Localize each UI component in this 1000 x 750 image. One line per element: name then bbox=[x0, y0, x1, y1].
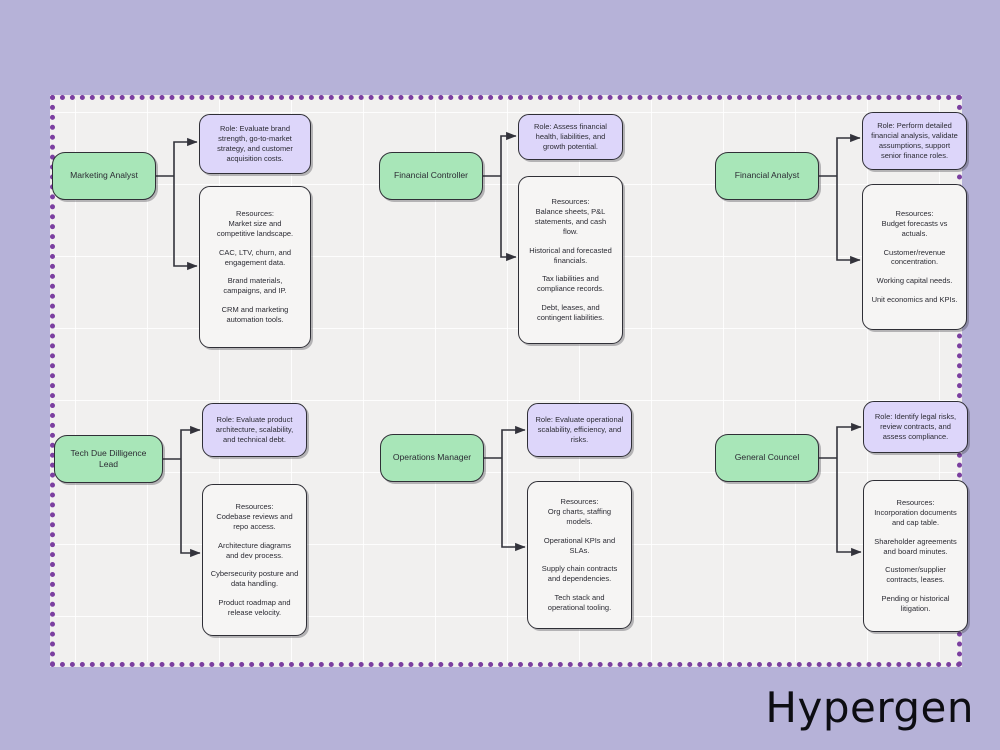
resources-node-financial-controller[interactable]: Resources: Balance sheets, P&L statement… bbox=[518, 176, 623, 344]
connector-marketing-analyst-to-role bbox=[173, 137, 198, 176]
resources-node-marketing-analyst[interactable]: Resources: Market size and competitive l… bbox=[199, 186, 311, 348]
resource-item: Brand materials, campaigns, and IP. bbox=[223, 276, 287, 296]
resources-node-general-councel[interactable]: Resources: Incorporation documents and c… bbox=[863, 480, 968, 632]
role-node-financial-controller[interactable]: Role: Assess financial health, liabiliti… bbox=[518, 114, 623, 160]
resource-item: Tax liabilities and compliance records. bbox=[536, 274, 605, 294]
resource-item: Budget forecasts vs actuals. bbox=[881, 218, 948, 238]
connector-layer bbox=[156, 131, 862, 558]
resource-item: Historical and forecasted financials. bbox=[529, 245, 612, 265]
connector-tech-lead-to-resources bbox=[180, 459, 201, 558]
resource-item: Incorporation documents and cap table. bbox=[874, 507, 957, 527]
resources-heading: Resources: bbox=[560, 496, 599, 506]
resource-item: Architecture diagrams and dev process. bbox=[218, 540, 291, 560]
connector-operations-manager-to-role bbox=[501, 425, 526, 458]
resource-item: Market size and competitive landscape. bbox=[216, 218, 294, 238]
connector-general-councel-to-role bbox=[836, 422, 862, 458]
resource-item: Pending or historical litigation. bbox=[881, 594, 950, 614]
brand-wordmark: Hypergen bbox=[765, 683, 974, 732]
resource-item: Org charts, staffing models. bbox=[547, 506, 612, 526]
resource-item: Codebase reviews and repo access. bbox=[216, 511, 293, 531]
actor-node-operations-manager[interactable]: Operations Manager bbox=[380, 434, 484, 482]
resource-item: Cybersecurity posture and data handling. bbox=[210, 569, 299, 589]
role-node-marketing-analyst[interactable]: Role: Evaluate brand strength, go-to-mar… bbox=[199, 114, 311, 174]
actor-node-general-councel[interactable]: General Councel bbox=[715, 434, 819, 482]
resources-node-tech-due-dilligence-lead[interactable]: Resources: Codebase reviews and repo acc… bbox=[202, 484, 307, 636]
actor-node-marketing-analyst[interactable]: Marketing Analyst bbox=[52, 152, 156, 200]
connector-tech-lead-to-role bbox=[180, 425, 201, 459]
resource-item: CAC, LTV, churn, and engagement data. bbox=[218, 247, 292, 267]
connector-financial-analyst-to-role bbox=[836, 133, 861, 176]
resources-heading: Resources: bbox=[235, 501, 274, 511]
resources-node-operations-manager[interactable]: Resources: Org charts, staffing models. … bbox=[527, 481, 632, 629]
resource-item: Supply chain contracts and dependencies. bbox=[541, 564, 618, 584]
connector-general-councel-to-resources bbox=[836, 458, 862, 557]
connector-financial-controller-to-role bbox=[500, 131, 517, 176]
actor-node-financial-analyst[interactable]: Financial Analyst bbox=[715, 152, 819, 200]
resources-heading: Resources: bbox=[236, 208, 274, 218]
resource-item: Customer/revenue concentration. bbox=[883, 247, 946, 267]
resource-item: Product roadmap and release velocity. bbox=[218, 598, 291, 618]
resources-heading: Resources: bbox=[896, 497, 935, 507]
resources-heading: Resources: bbox=[895, 208, 934, 218]
resource-item: Customer/supplier contracts, leases. bbox=[885, 565, 946, 585]
resource-item: Shareholder agreements and board minutes… bbox=[874, 536, 957, 556]
resources-heading: Resources: bbox=[551, 197, 590, 207]
role-node-general-councel[interactable]: Role: Identify legal risks, review contr… bbox=[863, 401, 968, 453]
connector-marketing-analyst-to-resources bbox=[173, 176, 198, 271]
role-node-operations-manager[interactable]: Role: Evaluate operational scalability, … bbox=[527, 403, 632, 457]
resource-item: Debt, leases, and contingent liabilities… bbox=[536, 303, 605, 323]
role-node-financial-analyst[interactable]: Role: Perform detailed financial analysi… bbox=[862, 112, 967, 170]
resource-item: Tech stack and operational tooling. bbox=[547, 593, 612, 613]
resource-item: Unit economics and KPIs. bbox=[871, 295, 958, 305]
resources-node-financial-analyst[interactable]: Resources: Budget forecasts vs actuals. … bbox=[862, 184, 967, 330]
actor-node-financial-controller[interactable]: Financial Controller bbox=[379, 152, 483, 200]
resource-item: Working capital needs. bbox=[876, 276, 953, 286]
resource-item: Balance sheets, P&L statements, and cash… bbox=[534, 206, 607, 236]
role-node-tech-due-dilligence-lead[interactable]: Role: Evaluate product architecture, sca… bbox=[202, 403, 307, 457]
resource-item: CRM and marketing automation tools. bbox=[221, 305, 289, 325]
diagram-canvas[interactable]: Marketing Analyst Role: Evaluate brand s… bbox=[50, 95, 968, 667]
connector-operations-manager-to-resources bbox=[501, 458, 526, 552]
actor-node-tech-due-dilligence-lead[interactable]: Tech Due Dilligence Lead bbox=[54, 435, 163, 483]
connector-financial-controller-to-resources bbox=[500, 176, 517, 262]
connector-financial-analyst-to-resources bbox=[836, 176, 861, 265]
resource-item: Operational KPIs and SLAs. bbox=[543, 535, 616, 555]
